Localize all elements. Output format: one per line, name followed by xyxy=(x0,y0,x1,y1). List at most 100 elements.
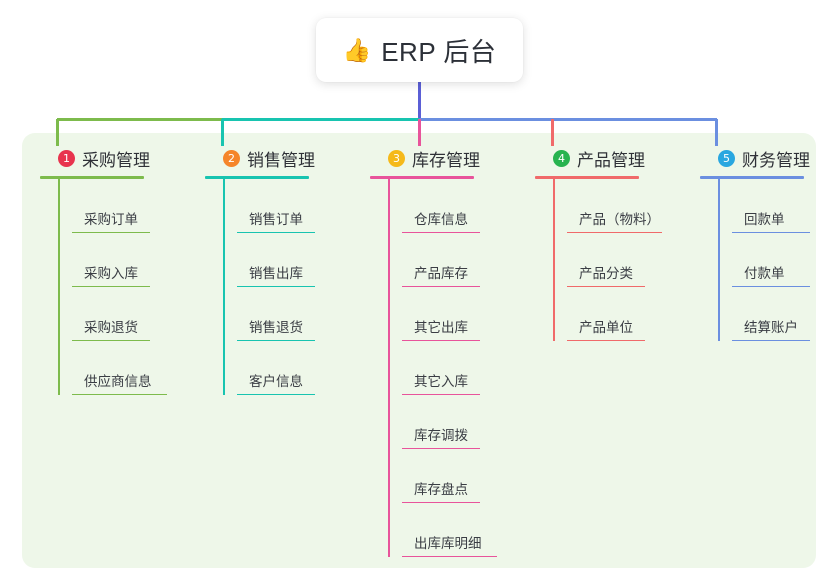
branch-header-product[interactable]: 4 产品管理 xyxy=(535,146,660,170)
branch-item[interactable]: 仓库信息 xyxy=(402,179,482,233)
branch-header-rule xyxy=(205,176,309,179)
branch-item-label: 产品单位 xyxy=(579,320,633,335)
branch-item[interactable]: 库存调拨 xyxy=(402,395,482,449)
branch-item-rule xyxy=(402,231,480,233)
branch-item[interactable]: 销售订单 xyxy=(237,179,315,233)
branch-spine xyxy=(223,179,225,395)
branch-item-rule xyxy=(402,447,480,449)
branch-item-label: 其它出库 xyxy=(414,320,468,335)
branch-item-label: 客户信息 xyxy=(249,374,303,389)
branch-item[interactable]: 其它入库 xyxy=(402,341,482,395)
branch-number-badge: 5 xyxy=(718,149,735,167)
branch-item[interactable]: 销售退货 xyxy=(237,287,315,341)
branch-item[interactable]: 采购订单 xyxy=(72,179,152,233)
branch-number-badge: 4 xyxy=(553,149,570,167)
branch-item[interactable]: 客户信息 xyxy=(237,341,315,395)
branch-item-rule xyxy=(567,339,645,341)
branch-header-rule xyxy=(535,176,639,179)
branch-item-label: 付款单 xyxy=(744,266,785,281)
branch-header-purchasing[interactable]: 1 采购管理 xyxy=(40,146,152,170)
branch-column-sales: 2 销售管理 销售订单销售出库销售退货客户信息 xyxy=(205,146,315,395)
branch-column-product: 4 产品管理 产品（物料） 产品分类产品单位 xyxy=(535,146,662,341)
diagram-background-panel xyxy=(22,133,816,568)
root-node-card[interactable]: 👍 ERP 后台 xyxy=(316,18,523,82)
branch-item[interactable]: 付款单 xyxy=(732,233,810,287)
branch-item-rule xyxy=(732,339,810,341)
branch-item-label: 采购退货 xyxy=(84,320,138,335)
branch-item-label: 销售退货 xyxy=(249,320,303,335)
branch-item-label: 结算账户 xyxy=(744,320,798,335)
branch-item-label: 产品库存 xyxy=(414,266,468,281)
branch-item-label: 产品（物料） xyxy=(579,212,660,227)
branch-spine xyxy=(718,179,720,341)
branch-items-finance: 回款单付款单结算账户 xyxy=(718,179,810,341)
branch-header-rule xyxy=(370,176,474,179)
branch-item[interactable]: 库存盘点 xyxy=(402,449,482,503)
branch-item-rule xyxy=(567,285,645,287)
branch-item-label: 供应商信息 xyxy=(84,374,152,389)
root-node-title: ERP 后台 xyxy=(381,36,497,67)
branch-number-badge: 3 xyxy=(388,149,405,167)
branch-item[interactable]: 出库库明细 xyxy=(402,503,497,557)
branch-item[interactable]: 结算账户 xyxy=(732,287,810,341)
branch-item-rule xyxy=(567,231,662,233)
branch-item-rule xyxy=(237,393,315,395)
branch-item-label: 出库库明细 xyxy=(414,536,482,551)
branch-item[interactable]: 供应商信息 xyxy=(72,341,167,395)
branch-items-inventory: 仓库信息产品库存其它出库其它入库库存调拨库存盘点出库库明细 xyxy=(388,179,497,557)
branch-item-rule xyxy=(72,339,150,341)
branch-item[interactable]: 产品分类 xyxy=(567,233,660,287)
branch-item-rule xyxy=(732,231,810,233)
branch-item[interactable]: 采购退货 xyxy=(72,287,152,341)
branch-item-rule xyxy=(402,339,480,341)
branch-item-rule xyxy=(237,285,315,287)
branch-spine xyxy=(388,179,390,557)
branch-item-rule xyxy=(402,393,480,395)
branch-header-rule xyxy=(40,176,144,179)
branch-item[interactable]: 回款单 xyxy=(732,179,810,233)
branch-title: 销售管理 xyxy=(247,150,315,170)
branch-header-sales[interactable]: 2 销售管理 xyxy=(205,146,315,170)
branch-item-label: 回款单 xyxy=(744,212,785,227)
branch-item-rule xyxy=(402,285,480,287)
branch-title: 产品管理 xyxy=(577,150,645,170)
branch-item-label: 采购订单 xyxy=(84,212,138,227)
branch-item-rule xyxy=(72,285,150,287)
branch-item[interactable]: 产品（物料） xyxy=(567,179,662,233)
branch-item[interactable]: 销售出库 xyxy=(237,233,315,287)
branch-item[interactable]: 产品库存 xyxy=(402,233,482,287)
branch-item-label: 其它入库 xyxy=(414,374,468,389)
branch-item-label: 库存盘点 xyxy=(414,482,468,497)
branch-number-badge: 2 xyxy=(223,149,240,167)
branch-item-rule xyxy=(237,231,315,233)
branch-item[interactable]: 其它出库 xyxy=(402,287,482,341)
branch-item[interactable]: 产品单位 xyxy=(567,287,660,341)
branch-item-label: 产品分类 xyxy=(579,266,633,281)
branch-header-finance[interactable]: 5 财务管理 xyxy=(700,146,810,170)
branch-header-inventory[interactable]: 3 库存管理 xyxy=(370,146,482,170)
branch-header-rule xyxy=(700,176,804,179)
branch-title: 采购管理 xyxy=(82,150,150,170)
branch-number-badge: 1 xyxy=(58,149,75,167)
branch-spine xyxy=(553,179,555,341)
branch-item-label: 仓库信息 xyxy=(414,212,468,227)
branch-item[interactable]: 采购入库 xyxy=(72,233,152,287)
branch-item-rule xyxy=(237,339,315,341)
branch-items-purchasing: 采购订单采购入库采购退货供应商信息 xyxy=(58,179,167,395)
branch-column-finance: 5 财务管理 回款单付款单结算账户 xyxy=(700,146,810,341)
branch-item-label: 销售订单 xyxy=(249,212,303,227)
branch-item-label: 采购入库 xyxy=(84,266,138,281)
branch-item-rule xyxy=(72,393,167,395)
branch-items-sales: 销售订单销售出库销售退货客户信息 xyxy=(223,179,315,395)
branch-item-rule xyxy=(402,555,497,557)
branch-spine xyxy=(58,179,60,395)
branch-column-inventory: 3 库存管理 仓库信息产品库存其它出库其它入库库存调拨库存盘点出库库明细 xyxy=(370,146,497,557)
thumbs-up-icon: 👍 xyxy=(342,36,372,63)
branch-item-label: 库存调拨 xyxy=(414,428,468,443)
branch-item-label: 销售出库 xyxy=(249,266,303,281)
branch-item-rule xyxy=(402,501,480,503)
branch-item-rule xyxy=(732,285,810,287)
branch-column-purchasing: 1 采购管理 采购订单采购入库采购退货供应商信息 xyxy=(40,146,167,395)
branch-title: 财务管理 xyxy=(742,150,810,170)
